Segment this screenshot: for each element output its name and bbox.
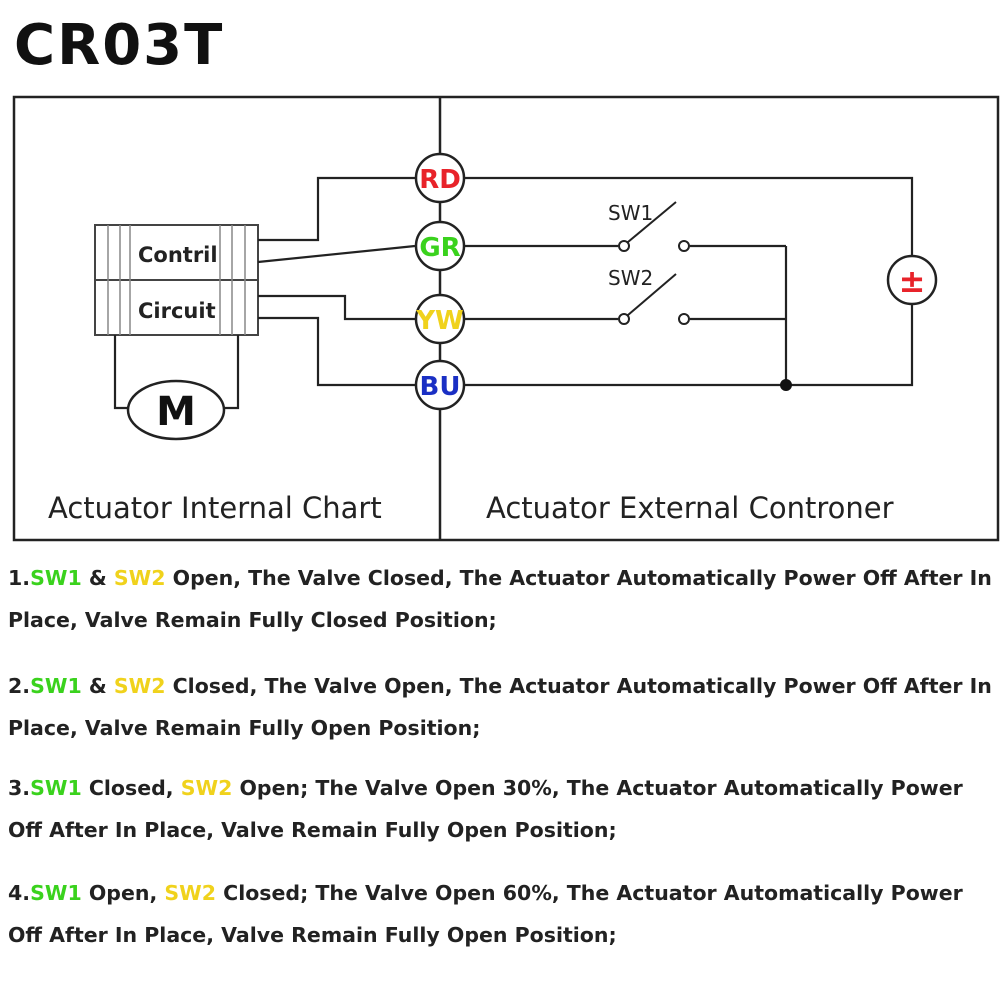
note-4-number: 4. bbox=[8, 881, 31, 905]
note-1-text: Open, The Valve Closed, The Actuator Aut… bbox=[165, 566, 992, 590]
note-1: 1.SW1 & SW2 Open, The Valve Closed, The … bbox=[8, 557, 993, 641]
page-title: CR03T bbox=[14, 13, 225, 78]
note-2-line2: Place, Valve Remain Fully Open Position; bbox=[8, 716, 481, 740]
terminal-gr: GR bbox=[414, 220, 466, 272]
note-3-sw2: SW2 bbox=[180, 776, 233, 800]
note-3-joiner: Closed, bbox=[81, 776, 181, 800]
note-1-number: 1. bbox=[8, 566, 31, 590]
note-3: 3.SW1 Closed, SW2 Open; The Valve Open 3… bbox=[8, 767, 993, 851]
terminal-bu-label: BU bbox=[420, 372, 461, 402]
note-3-sw1: SW1 bbox=[30, 776, 82, 800]
switch-sw1: SW1 bbox=[608, 201, 690, 252]
external-wires bbox=[463, 176, 914, 387]
note-1-line2: Place, Valve Remain Fully Closed Positio… bbox=[8, 608, 497, 632]
note-3-line2: Off After In Place, Valve Remain Fully O… bbox=[8, 818, 617, 842]
junction-dot bbox=[780, 379, 792, 391]
terminal-yw-label: YW bbox=[415, 306, 464, 336]
note-4-sw1: SW1 bbox=[30, 881, 82, 905]
note-4-line1: 4.SW1 Open, SW2 Closed; The Valve Open 6… bbox=[8, 872, 993, 914]
note-2-number: 2. bbox=[8, 674, 31, 698]
note-1-sw2: SW2 bbox=[113, 566, 166, 590]
note-2-sw2: SW2 bbox=[113, 674, 166, 698]
motor-label: M bbox=[156, 389, 196, 435]
note-1-joiner: & bbox=[81, 566, 114, 590]
control-label-line1: Contril bbox=[138, 243, 218, 267]
terminal-rd-label: RD bbox=[419, 165, 461, 195]
note-4-text: Closed; The Valve Open 60%, The Actuator… bbox=[216, 881, 963, 905]
switch-sw2: SW2 bbox=[608, 266, 690, 325]
note-2-line1: 2.SW1 & SW2 Closed, The Valve Open, The … bbox=[8, 665, 993, 707]
internal-wires bbox=[257, 176, 416, 387]
sw2-label: SW2 bbox=[608, 266, 653, 290]
terminal-bu: BU bbox=[414, 359, 466, 411]
note-2-sw1: SW1 bbox=[30, 674, 82, 698]
note-4-sw2: SW2 bbox=[164, 881, 217, 905]
internal-caption: Actuator Internal Chart bbox=[48, 491, 382, 525]
wiring-diagram: Contril Circuit M SW1 SW2 bbox=[12, 95, 1000, 542]
terminal-gr-label: GR bbox=[419, 233, 460, 263]
note-2-joiner: & bbox=[81, 674, 114, 698]
note-2-text: Closed, The Valve Open, The Actuator Aut… bbox=[165, 674, 992, 698]
note-4: 4.SW1 Open, SW2 Closed; The Valve Open 6… bbox=[8, 872, 993, 956]
control-circuit-box: Contril Circuit bbox=[94, 224, 259, 336]
control-label-line2: Circuit bbox=[138, 299, 216, 323]
note-1-line1: 1.SW1 & SW2 Open, The Valve Closed, The … bbox=[8, 557, 993, 599]
motor: M bbox=[113, 335, 240, 441]
power-supply: ± bbox=[886, 254, 938, 306]
note-3-number: 3. bbox=[8, 776, 31, 800]
note-2: 2.SW1 & SW2 Closed, The Valve Open, The … bbox=[8, 665, 993, 749]
note-3-line1: 3.SW1 Closed, SW2 Open; The Valve Open 3… bbox=[8, 767, 993, 809]
diagram-frame bbox=[12, 95, 1000, 542]
external-caption: Actuator External Controner bbox=[486, 491, 894, 525]
terminal-rd: RD bbox=[414, 152, 466, 204]
note-4-line2: Off After In Place, Valve Remain Fully O… bbox=[8, 923, 617, 947]
power-symbol: ± bbox=[899, 262, 926, 300]
note-3-text: Open; The Valve Open 30%, The Actuator A… bbox=[232, 776, 963, 800]
sw1-label: SW1 bbox=[608, 201, 653, 225]
note-4-joiner: Open, bbox=[81, 881, 165, 905]
note-1-sw1: SW1 bbox=[30, 566, 82, 590]
terminal-yw: YW bbox=[414, 293, 466, 345]
